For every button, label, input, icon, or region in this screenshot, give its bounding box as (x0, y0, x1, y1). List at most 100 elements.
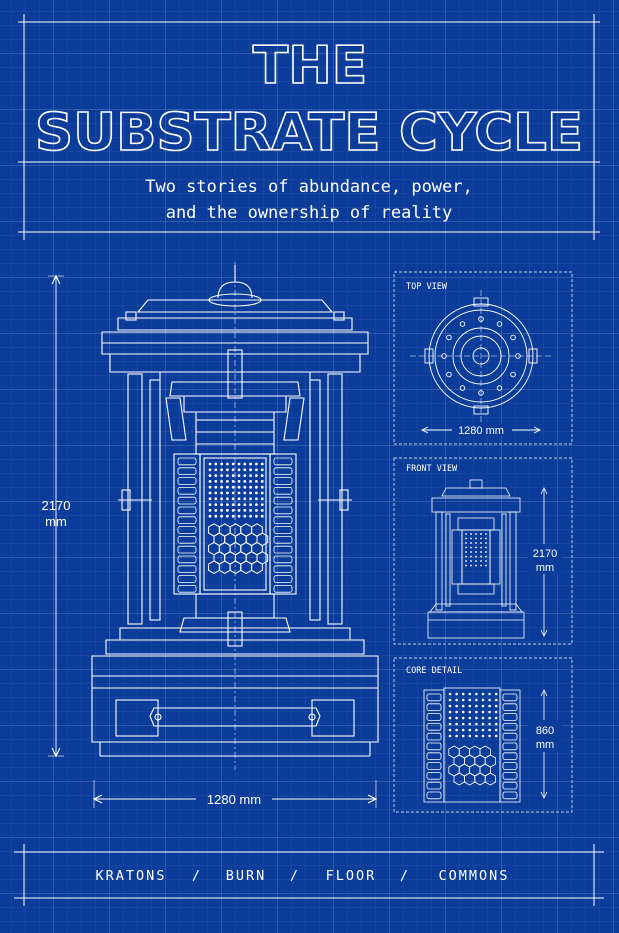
core-dot (465, 555, 467, 558)
coil-segment (426, 781, 442, 790)
core-dot (481, 734, 485, 738)
core-dot (468, 716, 472, 720)
core-dot (214, 485, 218, 489)
core-dot (214, 503, 218, 506)
hex-cell (208, 560, 220, 574)
core-dot (260, 474, 264, 477)
core-dot (455, 716, 458, 720)
core-dot (231, 480, 235, 483)
core-dot (465, 533, 467, 535)
core-dot (485, 564, 487, 567)
coil-segment (273, 496, 293, 505)
core-dot (485, 537, 487, 540)
core-dot (494, 710, 498, 714)
core-dot (243, 509, 247, 512)
core-dot (237, 480, 241, 483)
core-dot (226, 468, 229, 472)
core-dot (470, 551, 472, 553)
footer-separator: / (290, 868, 298, 884)
core-dot (470, 537, 472, 540)
core-dot (260, 468, 264, 472)
core-dot (480, 551, 482, 553)
coil-segment (273, 486, 293, 495)
footer-separator: / (192, 868, 200, 884)
core-dot (485, 551, 487, 553)
bolt-hole (459, 385, 466, 391)
coil-segment (426, 791, 442, 800)
core-dot (249, 462, 253, 466)
core-dot (468, 704, 472, 708)
bolt-hole (515, 353, 521, 359)
core-dot (249, 514, 253, 518)
coil-segment (426, 723, 442, 731)
core-dot (455, 704, 458, 708)
core-dot (494, 704, 498, 708)
title-line2: SUBSTRATE CYCLE (35, 103, 583, 163)
core-dot (480, 564, 482, 567)
core-dot (475, 560, 477, 562)
core-dot (485, 542, 487, 544)
core-dot (488, 728, 491, 732)
coil-segment (502, 723, 518, 731)
coil-segment (273, 506, 293, 515)
core-dot (480, 537, 482, 540)
core-dot (214, 497, 218, 501)
core-dot (231, 485, 235, 489)
coil-segment (426, 752, 442, 760)
coil-segment (177, 506, 197, 515)
core-dot (485, 533, 487, 535)
core-dot (255, 503, 258, 506)
coil-segment (426, 732, 442, 741)
bolt-hole (510, 334, 516, 341)
core-dot (475, 710, 478, 714)
top-view-label: TOP VIEW (406, 282, 448, 292)
core-dot (260, 480, 264, 483)
core-dot (475, 551, 477, 553)
core-dot (255, 491, 258, 495)
core-dot (255, 468, 258, 472)
core-dot (475, 728, 478, 732)
core-dot (488, 734, 491, 738)
core-dot (237, 474, 241, 477)
core-dot (475, 722, 478, 726)
core-dot (226, 503, 229, 506)
core-dot (448, 698, 452, 702)
core-dot (237, 491, 241, 495)
hex-cell (484, 772, 496, 786)
core-dot (226, 485, 229, 489)
core-dot (220, 485, 224, 489)
core-dot (237, 509, 241, 512)
front-view-label: FRONT VIEW (406, 464, 458, 474)
core-dot (226, 480, 229, 483)
coil-segment (177, 457, 197, 466)
coil-segment (177, 477, 197, 485)
core-dot (231, 462, 235, 466)
core-dot (465, 564, 467, 567)
core-dot (475, 704, 478, 708)
hex-cell (251, 560, 263, 574)
hex-cell (229, 560, 242, 574)
coil-segment (426, 703, 442, 711)
coil-segment (502, 772, 518, 780)
core-dot (243, 462, 247, 466)
core-dot (455, 728, 458, 732)
core-dot (480, 560, 482, 562)
coil-segment (177, 555, 197, 564)
core-dot (260, 462, 264, 466)
core-dot (448, 728, 452, 732)
hex-cell (218, 560, 231, 574)
core-dot (468, 710, 472, 714)
core-dot (475, 537, 477, 540)
coil-segment (502, 781, 518, 790)
core-dot (243, 485, 247, 489)
coil-segment (502, 791, 518, 800)
core-dot (243, 503, 247, 506)
core-dot (220, 503, 224, 506)
core-dot (481, 716, 485, 720)
core-dot (243, 474, 247, 477)
core-dot (237, 485, 241, 489)
main-machine-drawing (48, 262, 379, 808)
coil-segment (502, 732, 518, 741)
core-dot (231, 514, 235, 518)
